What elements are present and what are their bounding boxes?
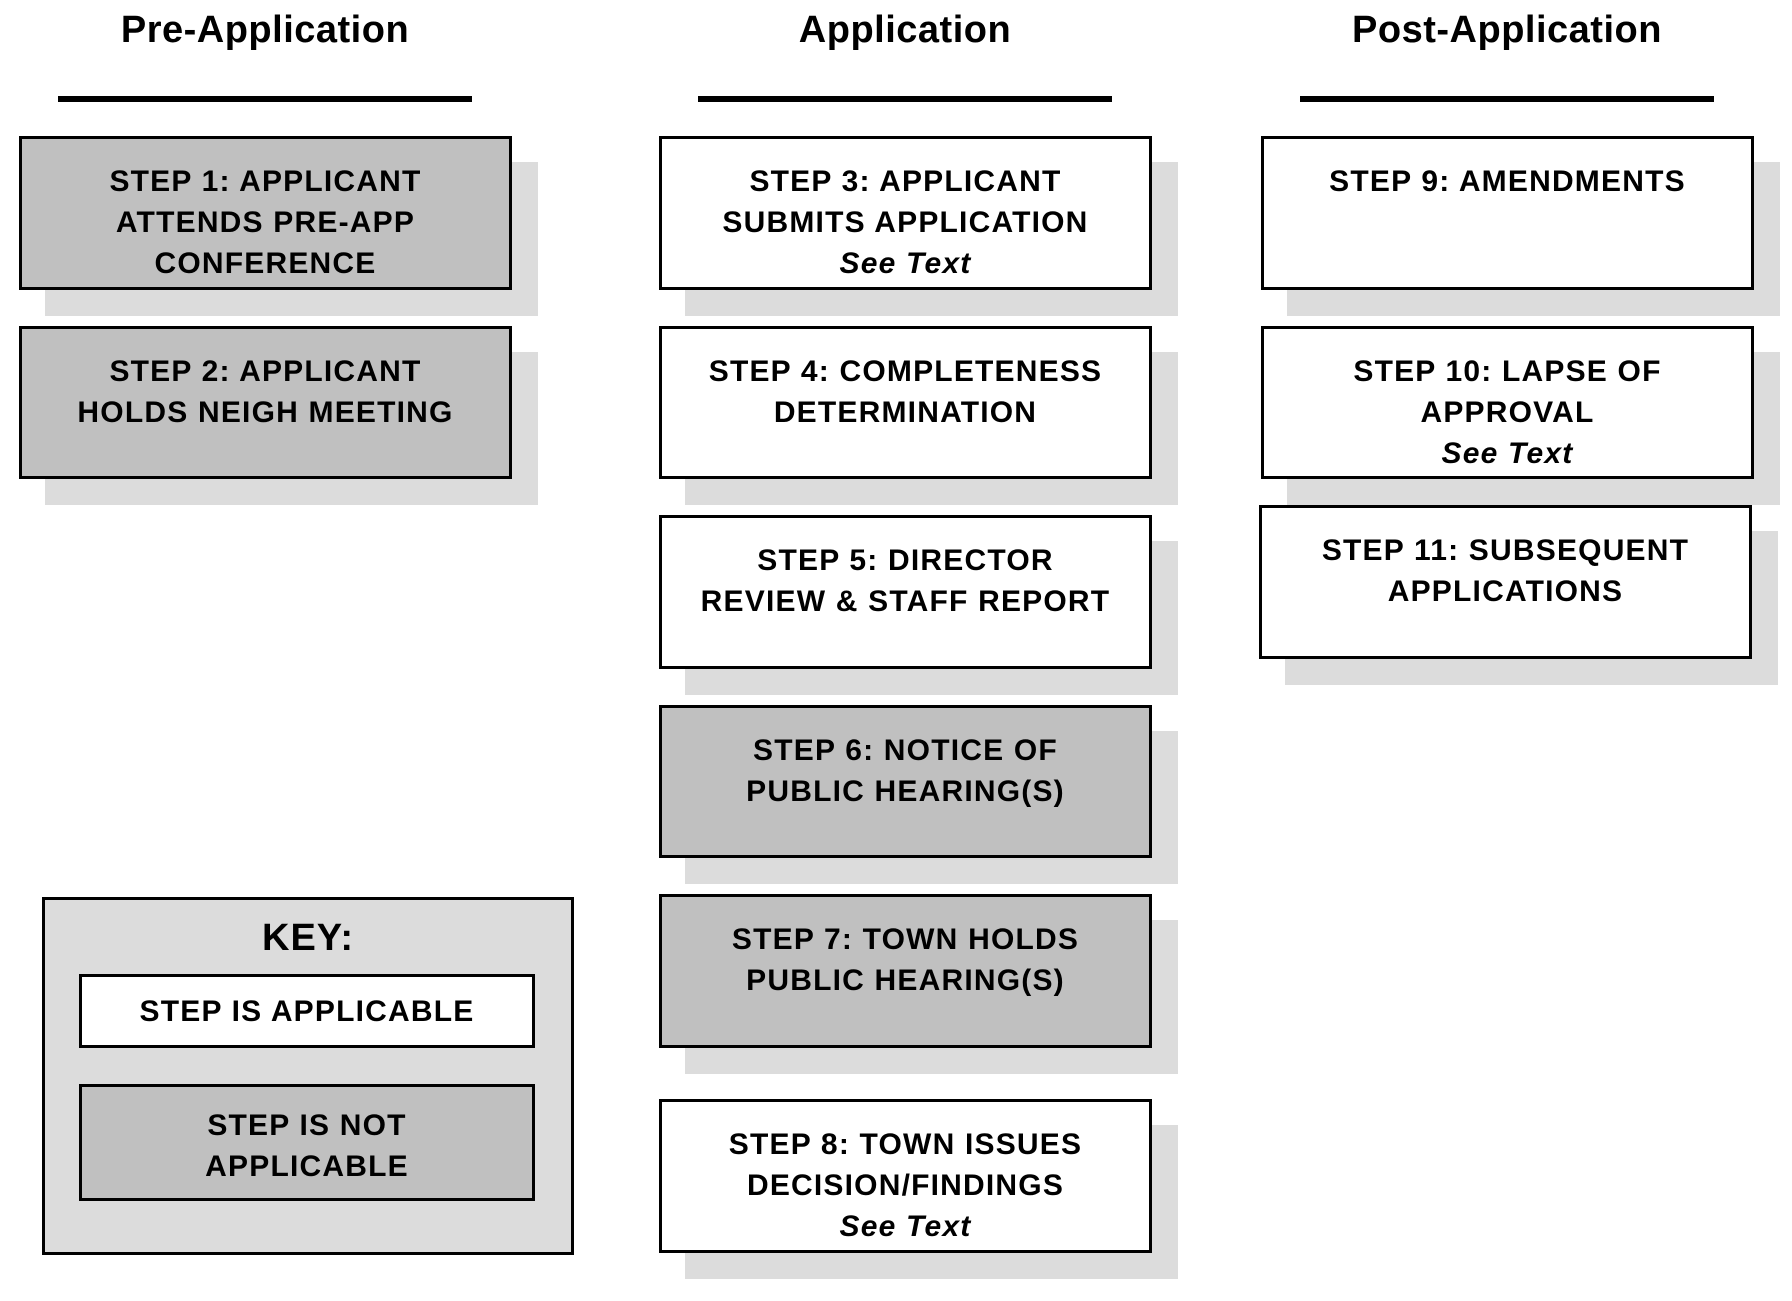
step-label-line: STEP 11: SUBSEQUENT: [1321, 534, 1690, 567]
step-box-7: STEP 7: TOWN HOLDS PUBLIC HEARING(S): [659, 894, 1178, 1074]
step-box-face: STEP 8: TOWN ISSUES DECISION/FINDINGS See …: [659, 1099, 1152, 1253]
step-box-face: STEP IS NOT APPLICABLE: [79, 1084, 535, 1201]
step-box-face: STEP 10: LAPSE OF APPROVAL See Text: [1261, 326, 1754, 479]
step-box-8: STEP 8: TOWN ISSUES DECISION/FINDINGS See …: [659, 1099, 1178, 1279]
column-rule-application: [698, 96, 1112, 102]
column-title-post-application: Post-Application: [1352, 9, 1662, 51]
step-box-10: STEP 10: LAPSE OF APPROVAL See Text: [1261, 326, 1780, 505]
step-label-line: DECISION/FINDINGS: [746, 1169, 1065, 1202]
step-box-1: STEP 1: APPLICANT ATTENDS PRE-APP CONFEREN…: [19, 136, 538, 316]
step-label-line: APPLICABLE: [205, 1150, 409, 1183]
step-box-face: STEP 9: AMENDMENTS: [1261, 136, 1754, 290]
column-rule-post-application: [1300, 96, 1714, 102]
column-title-pre-application: Pre-Application: [120, 9, 410, 51]
step-label-line: SUBMITS APPLICATION: [722, 206, 1089, 239]
step-box-face: STEP 2: APPLICANT HOLDS NEIGH MEETING: [19, 326, 512, 479]
step-box-9: STEP 9: AMENDMENTS: [1261, 136, 1780, 316]
step-label-line: STEP 8: TOWN ISSUES: [728, 1128, 1083, 1161]
step-note: See Text: [839, 1210, 972, 1243]
step-box-face: STEP 7: TOWN HOLDS PUBLIC HEARING(S): [659, 894, 1152, 1048]
step-label-line: REVIEW & STAFF REPORT: [700, 585, 1111, 618]
step-label-line: CONFERENCE: [154, 247, 377, 280]
step-label-line: HOLDS NEIGH MEETING: [77, 396, 454, 429]
step-box-face: STEP 11: SUBSEQUENT APPLICATIONS: [1259, 505, 1752, 659]
step-label-line: STEP 3: APPLICANT: [749, 165, 1062, 198]
step-box-6: STEP 6: NOTICE OF PUBLIC HEARING(S): [659, 705, 1178, 884]
step-box-3: STEP 3: APPLICANT SUBMITS APPLICATION See …: [659, 136, 1178, 316]
step-label-line: STEP 5: DIRECTOR: [757, 544, 1054, 577]
step-label-line: PUBLIC HEARING(S): [746, 775, 1065, 808]
step-box-2: STEP 2: APPLICANT HOLDS NEIGH MEETING: [19, 326, 538, 505]
step-box-face: STEP 3: APPLICANT SUBMITS APPLICATION See …: [659, 136, 1152, 290]
step-label-line: APPROVAL: [1420, 396, 1595, 429]
step-label-line: STEP 1: APPLICANT: [109, 165, 422, 198]
step-box-face: STEP 6: NOTICE OF PUBLIC HEARING(S): [659, 705, 1152, 858]
step-box-face: STEP 5: DIRECTOR REVIEW & STAFF REPORT: [659, 515, 1152, 669]
key-item-applicable: STEP IS APPLICABLE: [79, 974, 561, 1074]
column-title-application: Application: [798, 9, 1012, 51]
step-label-line: ATTENDS PRE-APP: [115, 206, 416, 239]
step-note: See Text: [839, 247, 972, 280]
step-label-line: APPLICATIONS: [1387, 575, 1624, 608]
step-label-line: PUBLIC HEARING(S): [746, 964, 1065, 997]
step-label-line: STEP 6: NOTICE OF: [753, 734, 1058, 767]
step-label-line: STEP 7: TOWN HOLDS: [731, 923, 1080, 956]
step-label-line: STEP 4: COMPLETENESS: [708, 355, 1103, 388]
step-label-line: STEP 10: LAPSE OF: [1353, 355, 1662, 388]
step-box-5: STEP 5: DIRECTOR REVIEW & STAFF REPORT: [659, 515, 1178, 695]
step-box-11: STEP 11: SUBSEQUENT APPLICATIONS: [1259, 505, 1778, 685]
step-label-line: DETERMINATION: [773, 396, 1038, 429]
step-box-4: STEP 4: COMPLETENESS DETERMINATION: [659, 326, 1178, 505]
step-box-face: STEP 4: COMPLETENESS DETERMINATION: [659, 326, 1152, 479]
step-note: See Text: [1441, 437, 1574, 470]
step-box-face: STEP IS APPLICABLE: [79, 974, 535, 1048]
step-label-line: STEP IS NOT: [207, 1109, 407, 1142]
key-title: KEY:: [262, 917, 354, 959]
column-rule-pre-application: [58, 96, 472, 102]
step-label-line: STEP 9: AMENDMENTS: [1329, 165, 1686, 198]
key-item-not-applicable: STEP IS NOT APPLICABLE: [79, 1084, 561, 1227]
step-label-line: STEP IS APPLICABLE: [139, 995, 475, 1028]
step-label-line: STEP 2: APPLICANT: [109, 355, 422, 388]
step-box-face: STEP 1: APPLICANT ATTENDS PRE-APP CONFEREN…: [19, 136, 512, 290]
